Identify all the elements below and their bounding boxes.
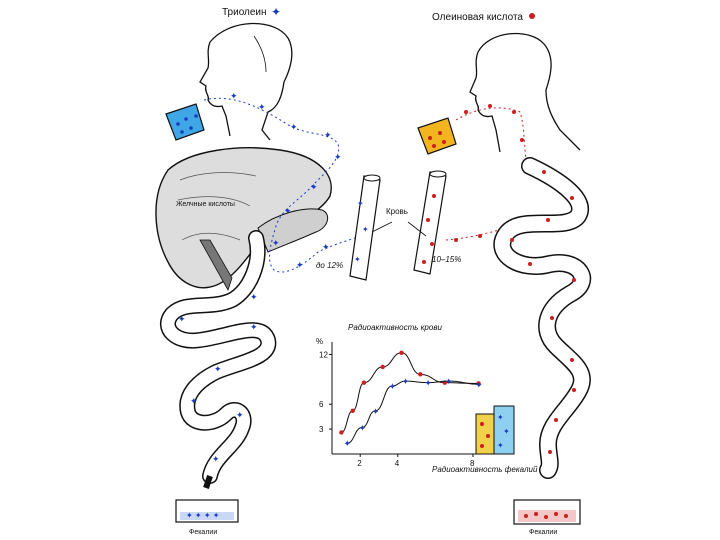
left-blood-vessel: ✦ ✦ ✦ [349, 174, 381, 281]
svg-text:✦: ✦ [497, 413, 504, 422]
svg-text:✦: ✦ [357, 199, 364, 208]
svg-text:✦: ✦ [362, 225, 369, 234]
svg-text:✦: ✦ [290, 122, 298, 132]
x-tick-label: 2 [357, 459, 362, 468]
oleic-path [445, 107, 527, 241]
left-percent-label: до 12% [316, 261, 343, 270]
right-head-profile [469, 32, 581, 153]
left-feces-tray: ✦ ✦ ✦ ✦ [175, 499, 239, 523]
right-percent-label: 10–15% [432, 255, 461, 264]
series-2-point: ✦ [424, 378, 432, 388]
svg-text:✦: ✦ [503, 427, 510, 436]
triolein-path [203, 97, 363, 273]
feces-radioactivity-inset: ✦ ✦ ✦ [475, 405, 515, 455]
svg-text:✦: ✦ [354, 255, 361, 264]
svg-text:✦: ✦ [250, 322, 258, 332]
right-blood-vessel [413, 170, 447, 275]
oleic-dot-icon [529, 13, 535, 19]
y-tick-label: 3 [319, 425, 324, 434]
svg-text:✦: ✦ [334, 152, 342, 162]
blood-pointers [371, 221, 427, 237]
svg-text:✦: ✦ [310, 182, 318, 192]
left-intestine-lumen [161, 231, 275, 483]
series-2-point: ✦ [344, 439, 352, 449]
left-feces-label: Фекалии [189, 529, 217, 536]
series-1-point [380, 364, 385, 370]
series-2-point: ✦ [359, 423, 367, 433]
pancreas-organ [257, 208, 329, 253]
series-line-1 [341, 352, 479, 433]
svg-text:✦: ✦ [322, 242, 330, 252]
right-glass [417, 117, 457, 155]
chart-y-unit: % [316, 337, 323, 346]
series-2-point: ✦ [475, 380, 483, 390]
svg-text:✦: ✦ [258, 102, 266, 112]
svg-text:✦: ✦ [250, 292, 258, 302]
y-tick-label: 6 [319, 400, 324, 409]
svg-text:✦: ✦ [497, 441, 504, 450]
svg-text:✦: ✦ [296, 260, 304, 270]
bile-acids-label: Желчные кислоты [176, 201, 235, 208]
y-tick-label: 12 [319, 350, 328, 359]
series-2-point: ✦ [445, 376, 453, 386]
svg-text:✦: ✦ [236, 410, 244, 420]
svg-text:✦: ✦ [178, 314, 186, 324]
svg-text:✦: ✦ [190, 396, 198, 406]
series-line-2 [346, 380, 479, 444]
svg-text:✦: ✦ [214, 364, 222, 374]
right-feces-label: Фекалии [529, 529, 557, 536]
left-glass [165, 103, 205, 141]
right-intestine-dots [510, 170, 576, 454]
liver-organ [155, 147, 332, 291]
chart-title: Радиоактивность крови [348, 323, 443, 332]
svg-text:✦: ✦ [212, 454, 220, 464]
svg-text:✦: ✦ [272, 238, 280, 248]
series-1-point [350, 408, 355, 414]
triolein-star-icon: ✦ [271, 5, 281, 19]
left-intestine-end [203, 475, 213, 489]
svg-text:✦ ✦ ✦ ✦: ✦ ✦ ✦ ✦ [186, 511, 220, 520]
left-head-profile [199, 22, 293, 141]
series-2-point: ✦ [389, 381, 397, 391]
legend-triolein-label: Триолеин [222, 7, 267, 18]
series-1-point [418, 372, 423, 377]
series-1-point [339, 430, 344, 435]
blood-label: Кровь [386, 207, 408, 216]
right-intestine-lumen [494, 158, 590, 478]
svg-text:✦: ✦ [284, 206, 292, 216]
svg-text:✦: ✦ [324, 130, 332, 140]
x-tick-label: 8 [470, 459, 475, 468]
triolein-stars: ✦ ✦ ✦ ✦ ✦ ✦ ✦ ✦ ✦ ✦ ✦ ✦ ✦ ✦ ✦ ✦ ✦ [178, 91, 342, 464]
series-1-point [399, 350, 404, 355]
series-1-point [361, 380, 367, 385]
series-2-point: ✦ [402, 376, 410, 386]
svg-text:✦: ✦ [230, 91, 238, 101]
series-2-point: ✦ [372, 406, 380, 416]
right-feces-tray [513, 499, 581, 525]
legend-oleic-label: Олеиновая кислота [432, 12, 523, 23]
x-tick-label: 4 [395, 459, 400, 468]
inset-caption: Радиоактивность фекалий [432, 465, 538, 474]
